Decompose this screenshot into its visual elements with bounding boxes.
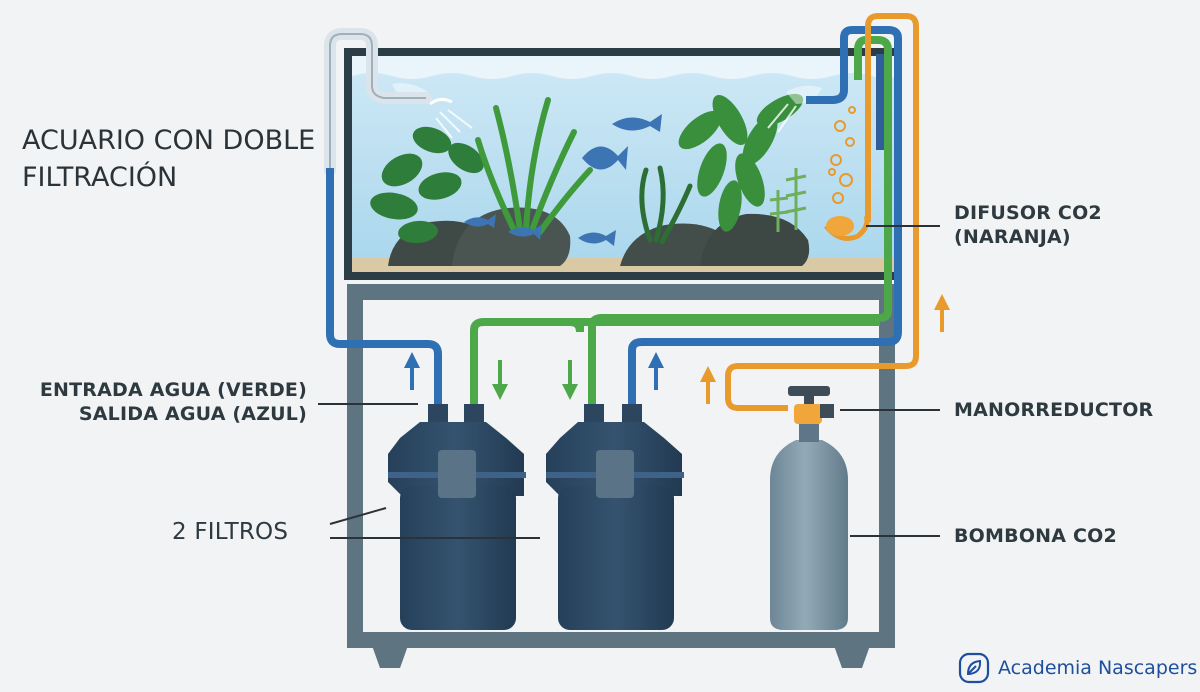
leaf-logo-icon [958,652,990,684]
title-line-1: ACUARIO CON DOBLE [22,125,316,156]
label-water-in: ENTRADA AGUA (VERDE) [39,379,307,401]
pressure-regulator [788,386,834,424]
filter-canister-1 [388,404,526,630]
filter-canister-2 [546,404,684,630]
label-co2-tank: BOMBONA CO2 [954,525,1117,547]
label-co2-diffuser: DIFUSOR CO2 (NARANJA) [954,201,1102,249]
brand-name: Academia Nascapers [998,657,1198,679]
label-water-in-out: ENTRADA AGUA (VERDE) SALIDA AGUA (AZUL) [40,378,307,426]
label-pressure-regulator: MANORREDUCTOR [954,399,1154,421]
label-co2-diffuser-line2: (NARANJA) [954,226,1071,248]
leader-lines [318,225,940,539]
stand [347,284,895,668]
title-line-2: FILTRACIÓN [22,162,178,193]
water-out-pipe-left [326,168,442,410]
co2-tank [770,418,848,630]
water-in-pipes [470,36,892,410]
aquarium-tank [344,48,902,280]
co2-line [725,13,919,411]
co2-bubbles [828,106,856,204]
label-water-out: SALIDA AGUA (AZUL) [78,403,307,425]
diagram-title: ACUARIO CON DOBLE FILTRACIÓN [22,122,315,196]
brand-logo[interactable]: Academia Nascapers [958,652,1197,684]
label-co2-diffuser-line1: DIFUSOR CO2 [954,202,1102,224]
label-filters: 2 FILTROS [172,519,289,545]
flow-arrows [404,294,950,404]
